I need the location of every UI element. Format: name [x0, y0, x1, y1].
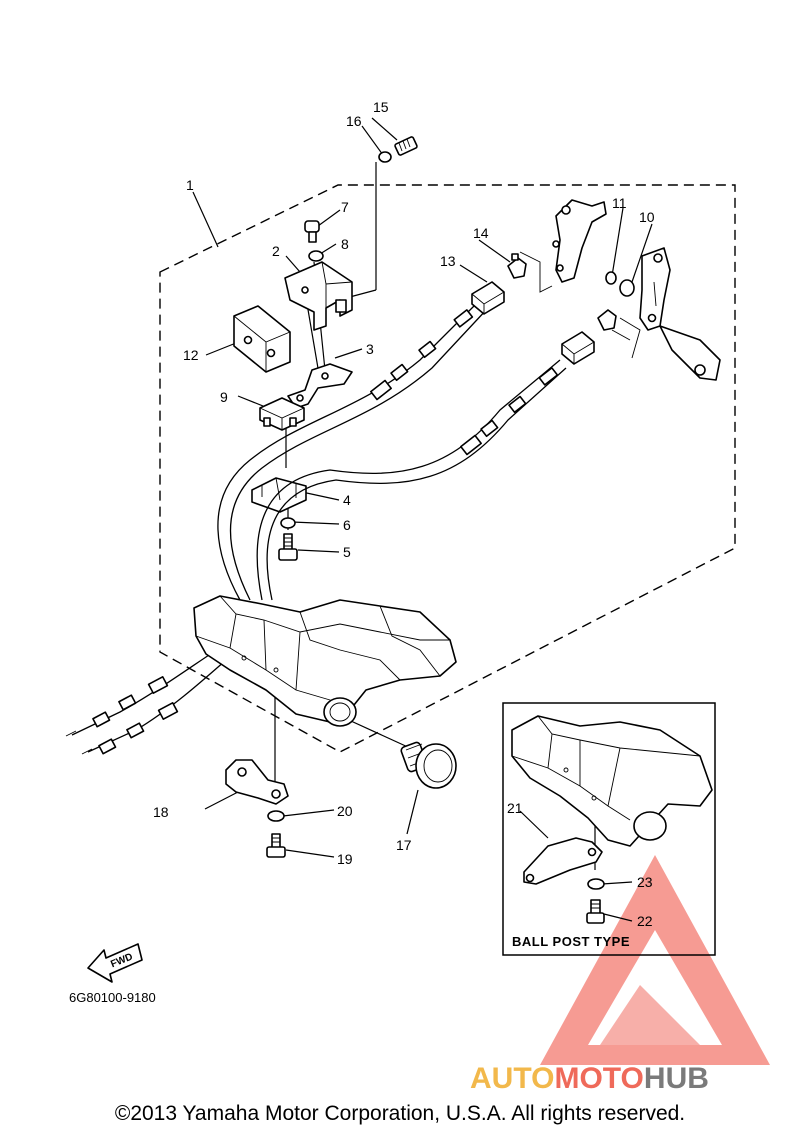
callout-7: 7 — [341, 199, 349, 215]
callout-1: 1 — [186, 177, 194, 193]
callout-21: 21 — [507, 800, 523, 816]
callout-5: 5 — [343, 544, 351, 560]
ball-post-22 — [586, 899, 605, 924]
callout-22: 22 — [637, 913, 653, 929]
washer-16 — [378, 151, 392, 163]
screw-7 — [304, 220, 320, 243]
callout-14: 14 — [473, 225, 489, 241]
grommet-17 — [400, 741, 457, 789]
bracket-2 — [284, 261, 353, 331]
callout-19: 19 — [337, 851, 353, 867]
watermark-logo — [540, 855, 770, 1065]
washer-6 — [280, 517, 296, 529]
washer-8 — [308, 250, 324, 262]
inset-ball-post: BALL POST TYPE — [502, 702, 716, 956]
plate-3 — [287, 363, 353, 409]
bracket-4 — [251, 477, 307, 513]
callout-12: 12 — [183, 347, 199, 363]
callout-23: 23 — [637, 874, 653, 890]
callout-2: 2 — [272, 243, 280, 259]
watermark-text: AUTOMOTOHUB — [470, 1062, 709, 1095]
throttle-lever — [519, 199, 607, 293]
clip-14 — [507, 253, 527, 279]
part-labels: 1 2 3 4 5 6 7 8 9 10 11 12 13 14 15 16 1… — [153, 99, 655, 929]
clamp-9 — [259, 397, 305, 431]
bolt-5 — [278, 533, 298, 561]
cable-end-13 — [471, 281, 505, 315]
drawing-code: 6G80100-9180 — [69, 990, 156, 1005]
bolt-19 — [266, 833, 286, 858]
copyright-text: ©2013 Yamaha Motor Corporation, U.S.A. A… — [114, 1102, 686, 1125]
callout-18: 18 — [153, 804, 169, 820]
callout-16: 16 — [346, 113, 362, 129]
callout-10: 10 — [639, 209, 655, 225]
watermark-hub: HUB — [644, 1062, 709, 1095]
inset-title: BALL POST TYPE — [512, 934, 630, 949]
leader-lines — [192, 117, 653, 922]
callout-8: 8 — [341, 236, 349, 252]
watermark-auto: AUTO — [470, 1062, 554, 1095]
callout-20: 20 — [337, 803, 353, 819]
callout-9: 9 — [220, 389, 228, 405]
clip-11 — [605, 271, 617, 285]
plate-18 — [225, 759, 289, 805]
bushing-10 — [619, 279, 635, 297]
callout-15: 15 — [373, 99, 389, 115]
washer-20 — [267, 810, 285, 822]
fwd-arrow-icon: FWD — [87, 943, 143, 983]
watermark-moto: MOTO — [554, 1062, 643, 1095]
callout-6: 6 — [343, 517, 351, 533]
bolt-15 — [394, 136, 418, 156]
lower-casing — [193, 595, 457, 727]
callout-11: 11 — [612, 195, 627, 211]
cable-end-lower — [561, 309, 617, 365]
callout-13: 13 — [440, 253, 456, 269]
block-12 — [233, 305, 291, 373]
washer-23 — [587, 878, 605, 890]
callout-3: 3 — [366, 341, 374, 357]
callout-17: 17 — [396, 837, 412, 853]
assembly-outline — [159, 184, 736, 753]
shift-lever — [611, 247, 721, 381]
callout-4: 4 — [343, 492, 351, 508]
